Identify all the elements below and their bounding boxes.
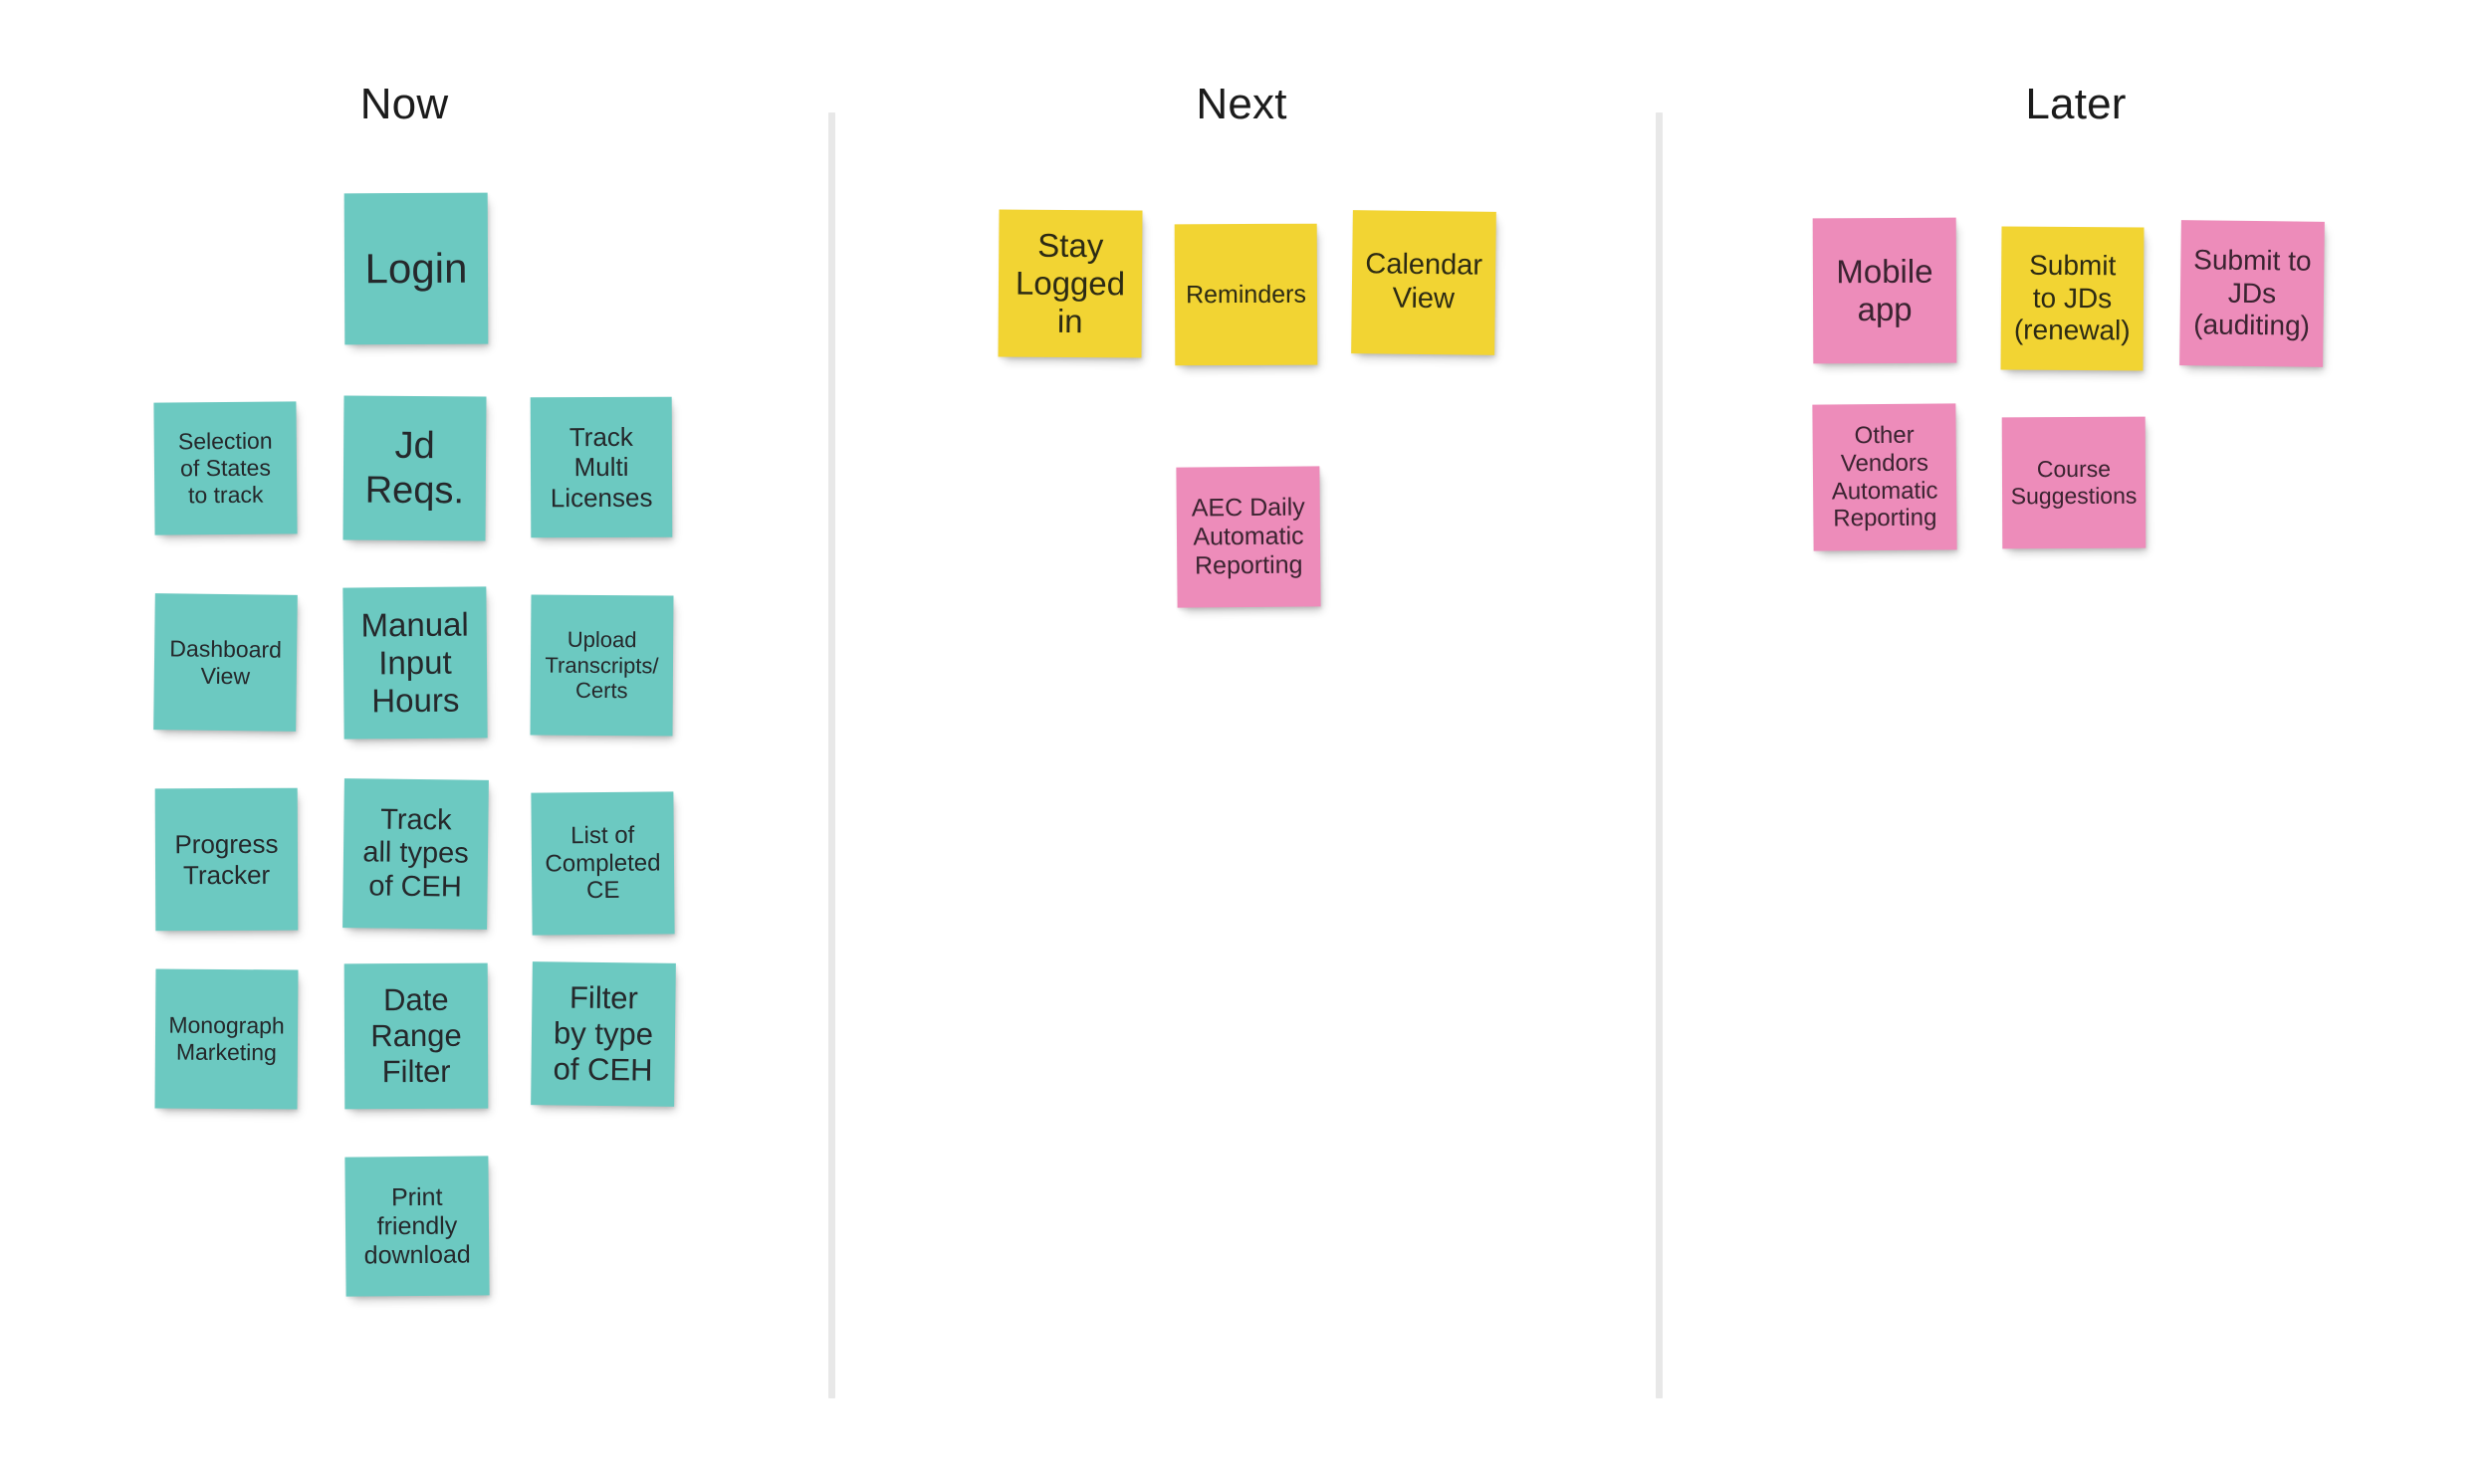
- sticky-note[interactable]: Upload Transcripts/ Certs: [530, 594, 674, 737]
- column-title-now: Now: [359, 80, 449, 128]
- sticky-note-text: Selection of States to track: [177, 428, 273, 509]
- sticky-note-text: AEC Daily Automatic Reporting: [1191, 493, 1305, 580]
- sticky-note[interactable]: List of Completed CE: [531, 791, 675, 936]
- sticky-note-text: Calendar View: [1365, 248, 1483, 316]
- sticky-note[interactable]: Track Multi Licenses: [530, 396, 673, 538]
- divider-now-next: [828, 112, 835, 1398]
- column-title-next: Next: [1196, 80, 1287, 128]
- sticky-note[interactable]: Track all types of CEH: [342, 778, 489, 930]
- sticky-note[interactable]: Jd Reqs.: [342, 395, 487, 541]
- sticky-note[interactable]: Manual Input Hours: [342, 586, 488, 740]
- sticky-note-text: Stay Logged in: [1015, 226, 1126, 340]
- sticky-note-text: Reminders: [1185, 280, 1306, 309]
- sticky-note-text: Course Suggestions: [2010, 456, 2138, 510]
- sticky-note[interactable]: Monograph Marketing: [154, 968, 299, 1110]
- sticky-note[interactable]: Filter by type of CEH: [531, 961, 676, 1107]
- sticky-note-text: Submit to JDs (auditing): [2193, 244, 2312, 341]
- sticky-note[interactable]: Stay Logged in: [998, 209, 1143, 358]
- sticky-note-text: Filter by type of CEH: [553, 979, 654, 1088]
- sticky-note-text: Manual Input Hours: [360, 605, 469, 720]
- sticky-note[interactable]: Calendar View: [1351, 210, 1496, 355]
- sticky-note-text: Mobile app: [1836, 252, 1933, 328]
- sticky-note[interactable]: Submit to JDs (auditing): [2179, 220, 2325, 367]
- sticky-note[interactable]: Submit to JDs (renewal): [2000, 226, 2145, 371]
- sticky-note[interactable]: Progress Tracker: [154, 787, 299, 932]
- column-title-later: Later: [2025, 80, 2127, 128]
- sticky-note-text: List of Completed CE: [545, 821, 661, 905]
- sticky-note[interactable]: Selection of States to track: [153, 401, 298, 535]
- sticky-note-text: Print friendly download: [363, 1182, 471, 1269]
- sticky-note[interactable]: Course Suggestions: [2001, 416, 2147, 549]
- sticky-note[interactable]: Mobile app: [1812, 217, 1957, 364]
- sticky-note-text: Other Vendors Automatic Reporting: [1831, 421, 1938, 532]
- sticky-note[interactable]: Date Range Filter: [343, 962, 489, 1110]
- sticky-note[interactable]: Reminders: [1174, 223, 1318, 366]
- sticky-note-text: Jd Reqs.: [364, 425, 465, 512]
- sticky-note[interactable]: Login: [343, 192, 489, 345]
- sticky-note-text: Dashboard View: [169, 635, 283, 689]
- sticky-note-text: Monograph Marketing: [168, 1011, 285, 1066]
- sticky-note-text: Submit to JDs (renewal): [2013, 249, 2131, 346]
- sticky-note-text: Upload Transcripts/ Certs: [545, 626, 659, 704]
- sticky-note[interactable]: AEC Daily Automatic Reporting: [1176, 466, 1321, 608]
- sticky-note[interactable]: Print friendly download: [344, 1156, 490, 1297]
- sticky-note-text: Date Range Filter: [370, 981, 462, 1090]
- sticky-note-text: Track all types of CEH: [362, 803, 469, 904]
- sticky-note-text: Track Multi Licenses: [550, 422, 653, 513]
- divider-next-later: [1656, 112, 1663, 1398]
- sticky-note-text: Login: [364, 244, 468, 292]
- sticky-note[interactable]: Other Vendors Automatic Reporting: [1812, 403, 1957, 551]
- sticky-note-text: Progress Tracker: [174, 829, 279, 890]
- sticky-note[interactable]: Dashboard View: [153, 593, 298, 732]
